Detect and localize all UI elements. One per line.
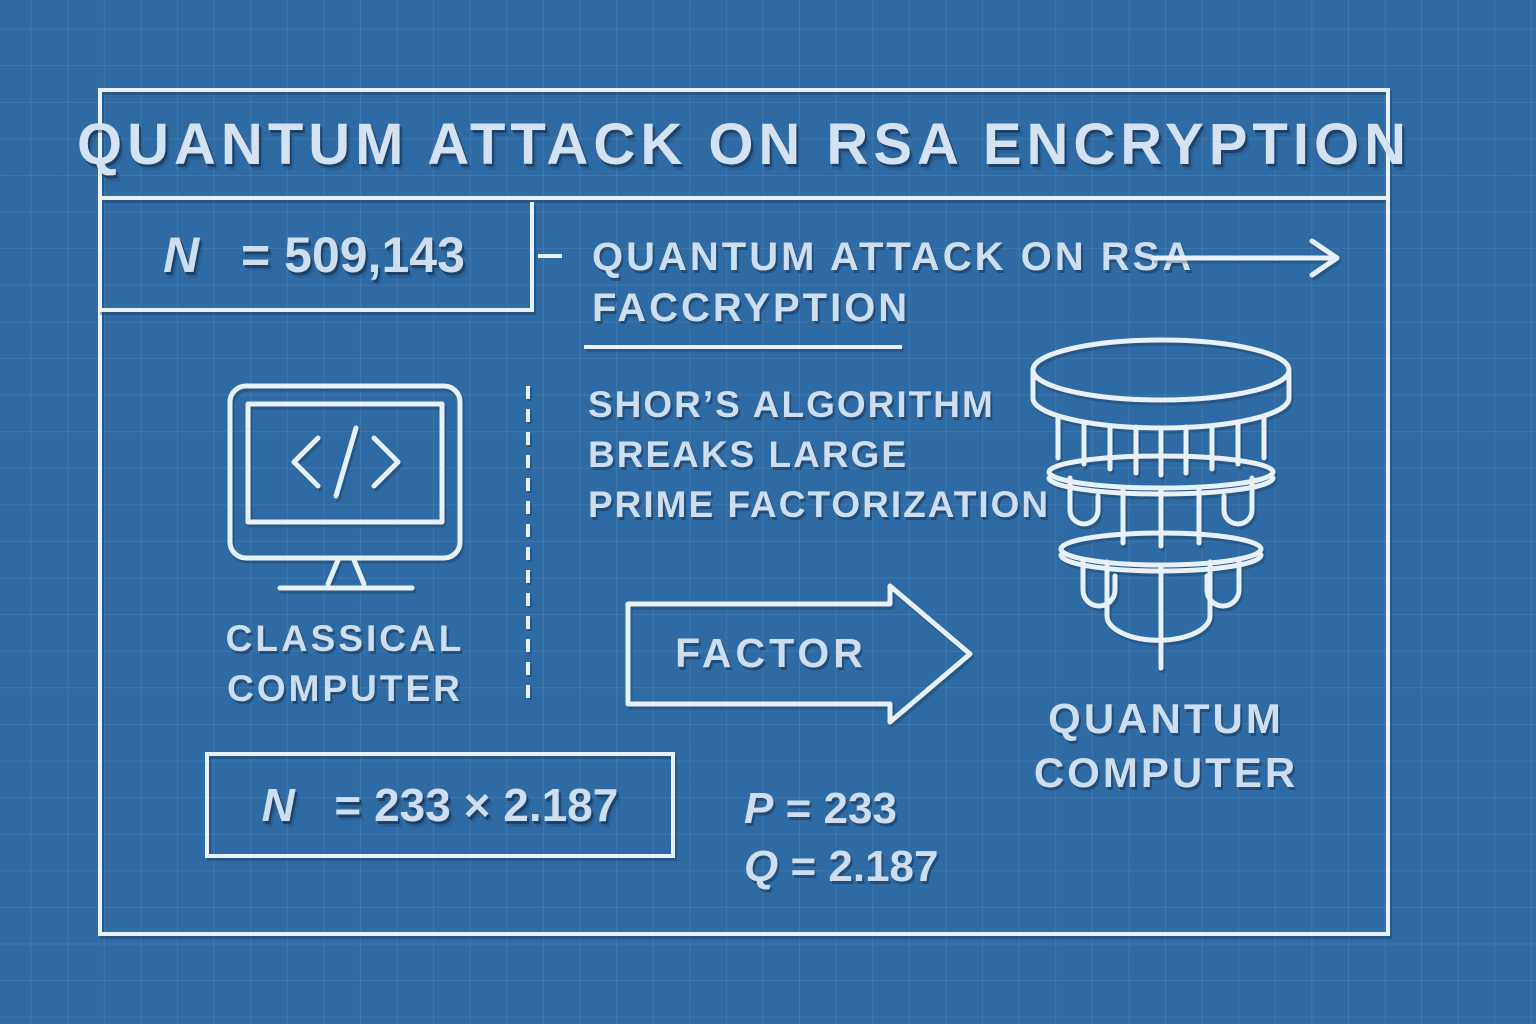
shor-note-line2: BREAKS LARGE	[588, 434, 909, 475]
quantum-computer-label: QUANTUM COMPUTER	[1026, 692, 1306, 800]
shor-note: SHOR’S ALGORITHM BREAKS LARGE PRIME FACT…	[588, 380, 1050, 530]
n-value-box: N = 509,143	[98, 202, 534, 312]
classical-computer-monitor-icon	[227, 383, 463, 591]
box-to-note-connector-line	[538, 254, 562, 258]
factor-arrow-label-wrap: FACTOR	[640, 630, 902, 677]
page-title: QUANTUM ATTACK ON RSA ENCRYPTION	[77, 111, 1411, 177]
factored-n-number: = 233 × 2.187	[334, 779, 619, 831]
p-symbol: P	[744, 784, 774, 833]
q-value-line: Q = 2.187	[744, 838, 939, 896]
p-number: = 233	[785, 784, 897, 833]
shor-note-line3: PRIME FACTORIZATION	[588, 484, 1051, 525]
classical-label-line2: COMPUTER	[227, 668, 463, 709]
p-value-line: P = 233	[744, 780, 939, 838]
factor-arrow-label: FACTOR	[675, 630, 867, 676]
factored-value-box: N = 233 × 2.187	[205, 752, 675, 858]
n-symbol: N	[163, 227, 200, 283]
prime-factors: P = 233 Q = 2.187	[744, 780, 939, 896]
right-arrow-line-icon	[1151, 238, 1340, 278]
q-symbol: Q	[744, 842, 779, 891]
attack-note: QUANTUM ATTACK ON RSA FACCRYPTION	[592, 232, 1194, 334]
classical-label-line1: CLASSICAL	[225, 618, 465, 659]
shor-note-line1: SHOR’S ALGORITHM	[588, 384, 995, 425]
code-icon	[291, 425, 401, 499]
attack-note-underline	[584, 345, 902, 349]
factored-value-text: N = 233 × 2.187	[262, 778, 619, 832]
attack-note-line2: FACCRYPTION	[592, 286, 911, 330]
classical-computer-label: CLASSICAL COMPUTER	[213, 614, 477, 714]
quantum-computer-chandelier-icon	[1030, 337, 1292, 671]
title-bar: QUANTUM ATTACK ON RSA ENCRYPTION	[77, 92, 1406, 200]
quantum-label-line1: QUANTUM	[1048, 695, 1284, 742]
attack-note-line1: QUANTUM ATTACK ON RSA	[592, 235, 1195, 279]
blueprint-frame: QUANTUM ATTACK ON RSA ENCRYPTION	[77, 88, 1406, 936]
n-number: = 509,143	[241, 227, 465, 283]
n-value-text: N = 509,143	[163, 226, 465, 284]
dashed-divider	[526, 386, 530, 708]
factor-arrow-outline	[625, 583, 973, 725]
q-number: = 2.187	[790, 842, 939, 891]
quantum-label-line2: COMPUTER	[1033, 749, 1299, 796]
factored-n-symbol: N	[261, 779, 295, 831]
